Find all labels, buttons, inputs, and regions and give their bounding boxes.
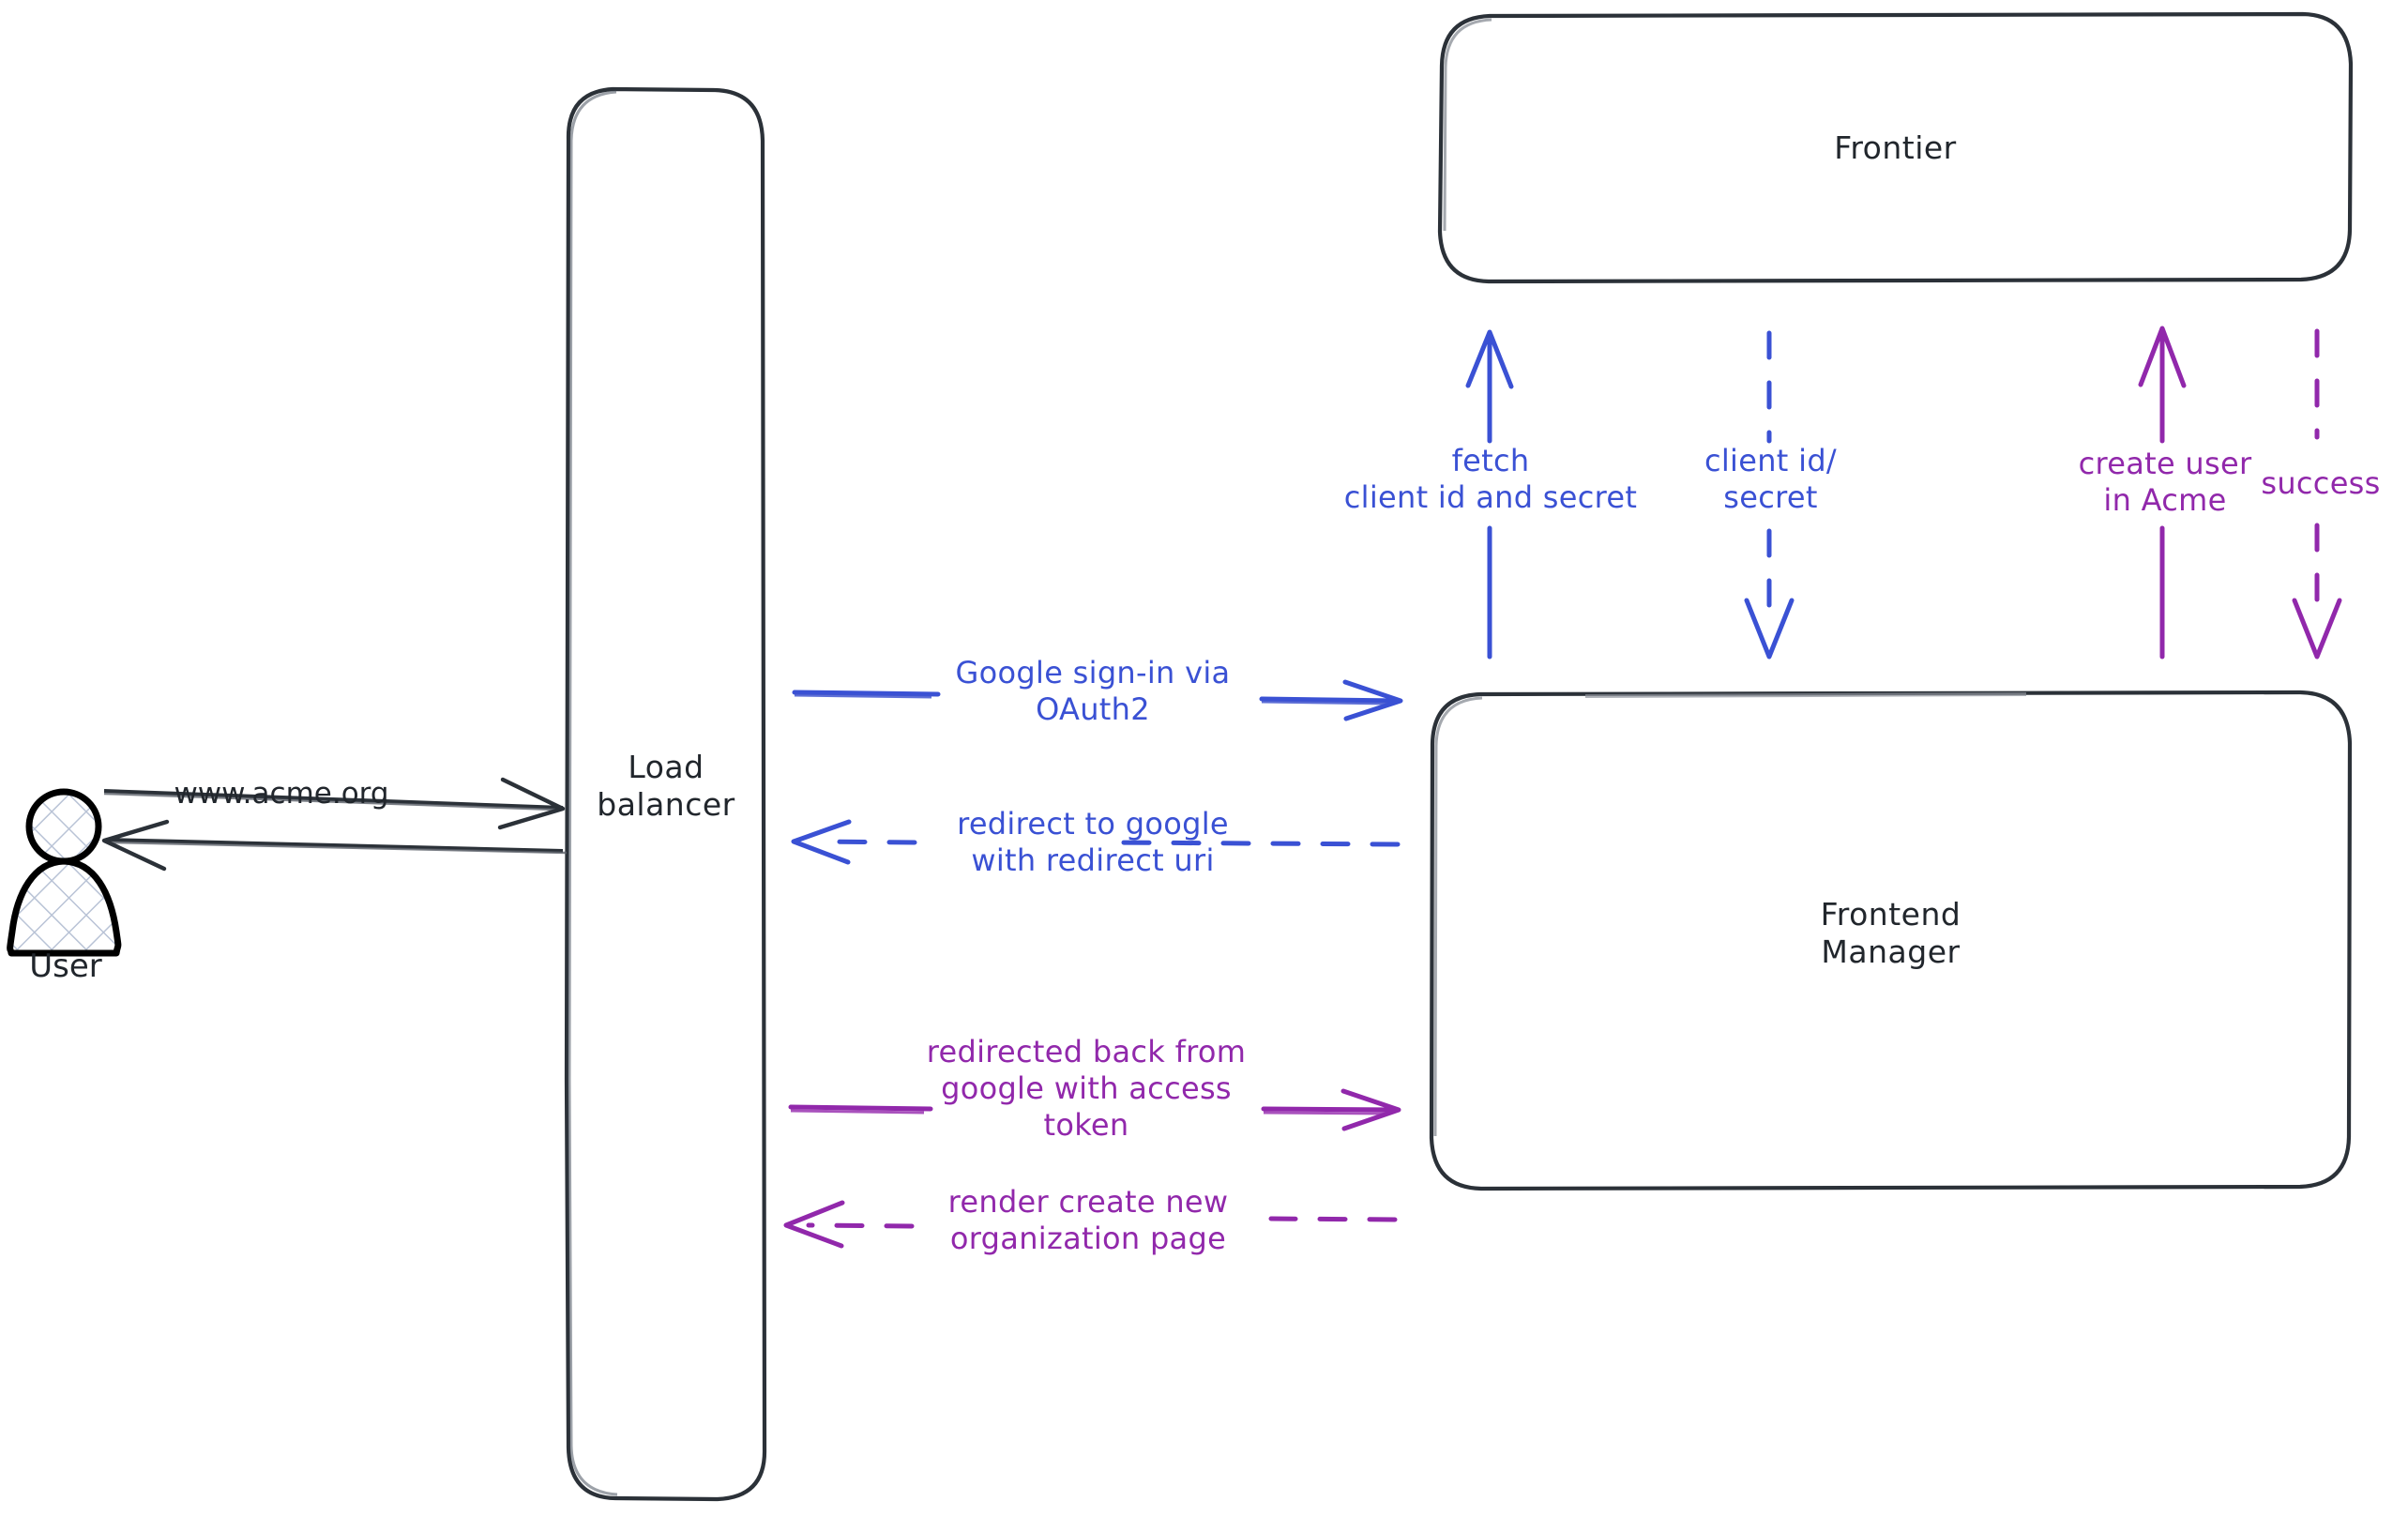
user-actor-shape [7,788,122,957]
edge-fm-to-lb-redirect-shape [791,819,1401,865]
edge-lb-to-fm-signin-shape [792,679,1403,721]
frontend-manager-shape [1429,690,2353,1191]
edge-frontier-to-fm-credentials-shape [1744,330,1795,660]
edge-fm-to-lb-render-shape [783,1200,1398,1249]
load-balancer-shape [564,86,767,1502]
edge-frontier-to-fm-success-shape [2292,328,2342,660]
edge-fm-to-frontier-create-user-shape [2138,326,2187,660]
edge-lb-to-fm-token-shape [788,1088,1401,1131]
frontier-shape [1437,11,2354,284]
edge-lb-to-user-shape [101,819,568,872]
edge-user-to-lb-shape [103,777,566,830]
edge-fm-to-frontier-fetch-shape [1465,329,1514,660]
